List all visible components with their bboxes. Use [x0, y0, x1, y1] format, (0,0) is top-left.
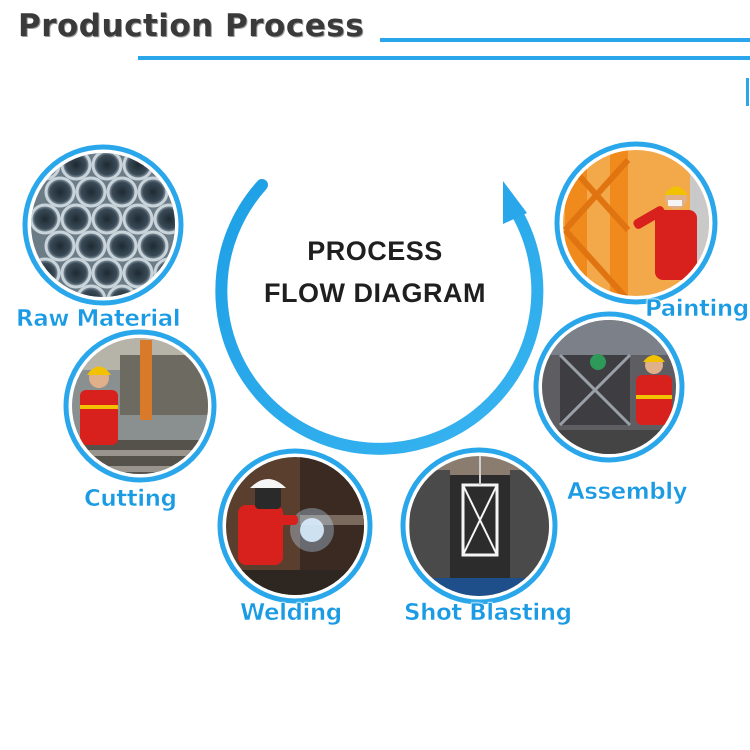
- flow-arc-arrow: [215, 179, 544, 455]
- step-assembly-photo: [533, 311, 685, 463]
- label-painting: Painting: [645, 296, 750, 323]
- header-edge-mark: [746, 78, 749, 106]
- label-welding: Welding: [240, 600, 343, 627]
- center-title-line2: FLOW DIAGRAM: [264, 278, 486, 308]
- label-shot-blasting: Shot Blasting: [404, 600, 573, 627]
- header-underline-bottom: [138, 56, 750, 60]
- label-raw-material: Raw Material: [16, 306, 181, 333]
- step-shot-blasting-photo: [400, 447, 558, 605]
- center-title-line1: PROCESS: [307, 236, 443, 266]
- header-underline-top: [380, 38, 750, 42]
- step-raw-material-photo: [22, 144, 184, 306]
- label-assembly: Assembly: [567, 479, 688, 506]
- step-painting-photo: [554, 141, 718, 305]
- label-cutting: Cutting: [84, 486, 178, 513]
- page-title: Production Process: [18, 8, 365, 44]
- step-welding-photo: [217, 448, 373, 604]
- step-cutting-photo: [63, 329, 217, 483]
